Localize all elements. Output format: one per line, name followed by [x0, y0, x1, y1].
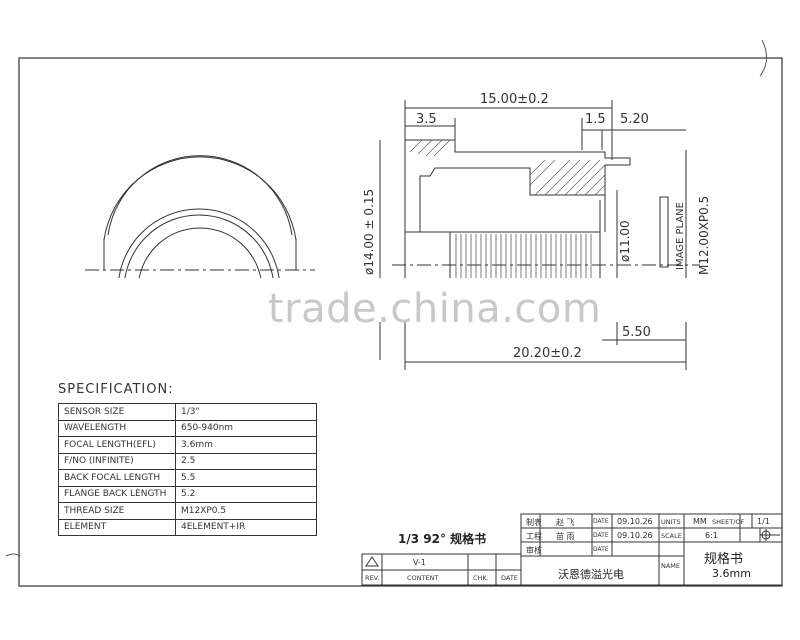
- revision-mark: V-1: [413, 558, 426, 567]
- name-label: NAME: [661, 562, 681, 570]
- dim-diameter-inner: ø11.00: [618, 220, 632, 262]
- company-name: 沃恩德溢光电: [558, 568, 624, 581]
- rev-label: REV.: [365, 574, 380, 582]
- label-image-plane: IMAGE PLANE: [675, 202, 686, 270]
- spec-label: FOCAL LENGTH(EFL): [58, 436, 176, 454]
- dim-left-step: 3.5: [416, 112, 437, 127]
- made-by-label: 制表: [526, 518, 542, 527]
- scale-value: 6:1: [705, 531, 718, 540]
- units-label: UNITS: [661, 518, 681, 526]
- content-label: CONTENT: [407, 574, 439, 582]
- spec-label: SENSOR SIZE: [58, 403, 176, 421]
- dim-bottom-small: 5.50: [622, 325, 651, 340]
- drawing-caption: 1/3 92° 规格书: [398, 532, 487, 546]
- units-value: MM: [693, 517, 707, 526]
- sheet-value: 1/1: [757, 517, 770, 526]
- chk-label: CHK.: [473, 574, 489, 582]
- spec-row: F/NO (INFINITE)2.5: [58, 452, 317, 470]
- date-label-3: DATE: [593, 546, 609, 553]
- spec-label: WAVELENGTH: [58, 419, 176, 437]
- sheet-label: SHEET/OF: [712, 518, 745, 526]
- front-view: [85, 155, 315, 291]
- label-thread: M12.00XP0.5: [697, 195, 711, 275]
- date-col-label: DATE: [501, 574, 518, 582]
- review-label: 审核: [526, 546, 542, 555]
- doc-name: 规格书: [704, 552, 744, 567]
- made-by-name: 赵 飞: [556, 518, 575, 527]
- date-1: 09.10.26: [617, 517, 653, 526]
- dim-overall-top: 15.00±0.2: [480, 92, 549, 107]
- spec-label: FLANGE BACK LENGTH: [58, 485, 176, 503]
- date-2: 09.10.26: [617, 531, 653, 540]
- thread-lines: [455, 234, 592, 283]
- title-block-grid: [361, 513, 783, 586]
- spec-row: FOCAL LENGTH(EFL)3.6mm: [58, 436, 317, 454]
- spec-value: 650-940nm: [175, 419, 317, 437]
- spec-value: 5.5: [175, 469, 317, 487]
- date-label-1: DATE: [593, 518, 609, 525]
- spec-value: M12XP0.5: [175, 502, 317, 520]
- watermark-band: [20, 278, 781, 322]
- spec-value: 5.2: [175, 485, 317, 503]
- doc-size: 3.6mm: [712, 567, 751, 580]
- scale-label: SCALE: [661, 532, 682, 540]
- housing-hatch: [409, 139, 606, 196]
- spec-value: 4ELEMENT+IR: [175, 518, 317, 536]
- spec-label: BACK FOCAL LENGTH: [58, 469, 176, 487]
- dim-right-gap: 5.20: [620, 112, 649, 127]
- date-label-2: DATE: [593, 532, 609, 539]
- spec-label: ELEMENT: [58, 518, 176, 536]
- watermark: trade.china.com: [268, 286, 602, 332]
- spec-label: THREAD SIZE: [58, 502, 176, 520]
- dim-overall-bottom: 20.20±0.2: [513, 346, 582, 361]
- spec-value: 2.5: [175, 452, 317, 470]
- engineer-label: 工程: [526, 532, 542, 541]
- dim-diameter-outer: ø14.00 ± 0.15: [362, 188, 376, 275]
- drawing-frame: [18, 57, 783, 587]
- spec-title: SPECIFICATION:: [58, 382, 174, 397]
- dim-step-small: 1.5: [585, 112, 606, 127]
- spec-label: F/NO (INFINITE): [58, 452, 176, 470]
- engineer-name: 苗 雨: [556, 532, 575, 541]
- corner-mark-left: [5, 553, 21, 557]
- corner-mark-top: [759, 39, 767, 77]
- spec-value: 1/3": [175, 403, 317, 421]
- spec-value: 3.6mm: [175, 436, 317, 454]
